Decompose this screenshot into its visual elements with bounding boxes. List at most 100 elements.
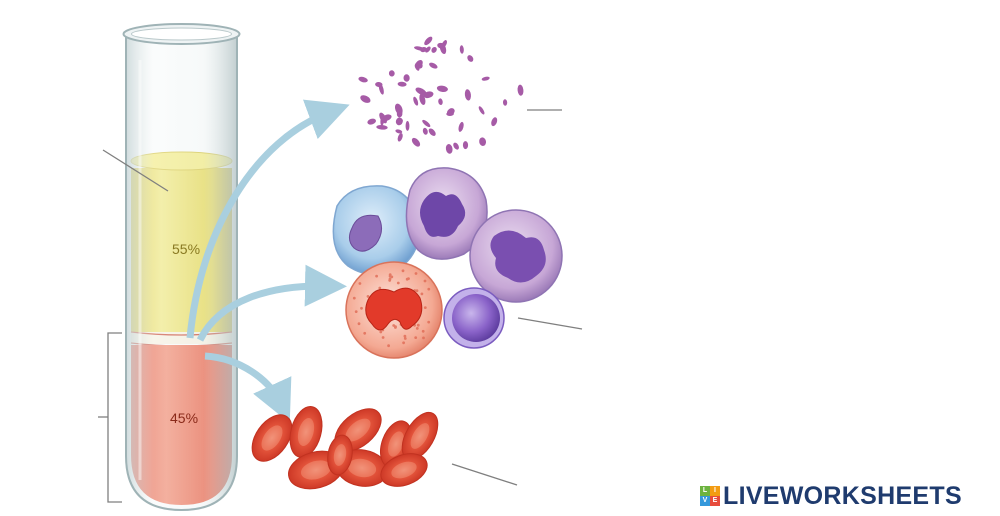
platelet [376,124,388,130]
platelet [420,47,427,53]
leader-line-white-cells [517,317,583,330]
platelet [438,98,443,105]
granule [423,279,427,283]
granule [375,274,378,278]
platelet [422,119,431,128]
granule [423,306,427,309]
granule [403,334,407,338]
granule [357,322,361,326]
granule [415,327,419,330]
lymphocyte-cell [443,287,505,349]
logo-tile: L [700,486,710,496]
platelet [429,62,438,69]
monocyte-cell [332,185,420,276]
arrows [186,99,350,424]
arrow-to-platelets [186,99,350,339]
granule [416,323,420,327]
brand-logo: L I V E LIVEWORKSHEETS [700,481,962,511]
platelet [415,87,427,96]
platelet [367,118,376,125]
bracket-cells [107,332,122,503]
platelet [424,36,433,46]
platelet [403,74,410,82]
platelet [479,137,487,146]
platelet [394,103,403,115]
platelet [478,106,485,115]
platelet [395,117,403,126]
red-blood-cell [380,453,428,487]
granule [415,289,419,293]
platelet [467,55,474,62]
granule [403,337,407,340]
platelet [379,112,387,124]
platelet [358,76,368,83]
leader-line-red-cells [451,463,518,486]
red-blood-cell [327,434,353,476]
granule [394,326,397,329]
tube-glass [125,34,238,512]
logo-tile: I [710,486,720,496]
platelet [502,99,508,106]
platelet [405,120,410,131]
brand-name: LIVEWORKSHEETS [723,481,962,510]
platelet [464,89,471,101]
granule [379,330,383,334]
granule [378,286,382,290]
platelet [428,128,436,136]
granule [421,329,425,333]
red-blood-cell [251,414,293,462]
granule [422,336,425,340]
neutrophil-cell [405,167,488,260]
platelet [441,40,448,48]
granule [388,279,392,282]
granule [427,287,431,291]
eosinophil-cell [345,261,443,359]
granule [363,331,367,335]
logo-tile: E [710,496,720,506]
platelet [397,133,403,142]
granule [427,320,431,324]
platelet [458,121,464,132]
granule [405,277,409,281]
granule [388,273,392,277]
granule [420,292,424,296]
granule [366,295,370,298]
platelet [446,108,455,116]
granule [358,282,362,285]
arrow-to-white-cells [196,264,347,342]
cells-percentage: 45% [170,410,198,426]
platelet [431,46,437,53]
platelet [445,144,453,154]
platelet [491,117,498,127]
granule [360,306,363,310]
white-blood-cells [332,167,563,359]
platelet [388,70,395,77]
platelet [360,95,371,103]
granule [414,336,418,339]
platelets-cluster [358,36,524,154]
granule [381,336,385,339]
test-tube: 55% 45% [122,23,241,512]
platelet [459,45,464,54]
platelet [413,96,419,106]
granule [402,341,405,345]
platelet [397,81,407,87]
red-blood-cells [251,406,439,490]
platelet [425,46,431,53]
platelet [462,141,469,150]
granule [354,310,358,313]
plasma-percentage: 55% [172,241,200,257]
platelet [375,81,383,88]
liveworksheets-logo-icon: L I V E [700,486,720,506]
platelet [481,76,490,81]
leader-line-plasma [102,149,169,192]
granule [401,269,405,273]
logo-tile: V [700,496,710,506]
platelet [395,129,403,134]
platelet [414,63,420,71]
granule [352,296,356,300]
platelet [411,137,421,147]
granule [396,281,400,285]
granulocyte-cell [469,209,563,303]
